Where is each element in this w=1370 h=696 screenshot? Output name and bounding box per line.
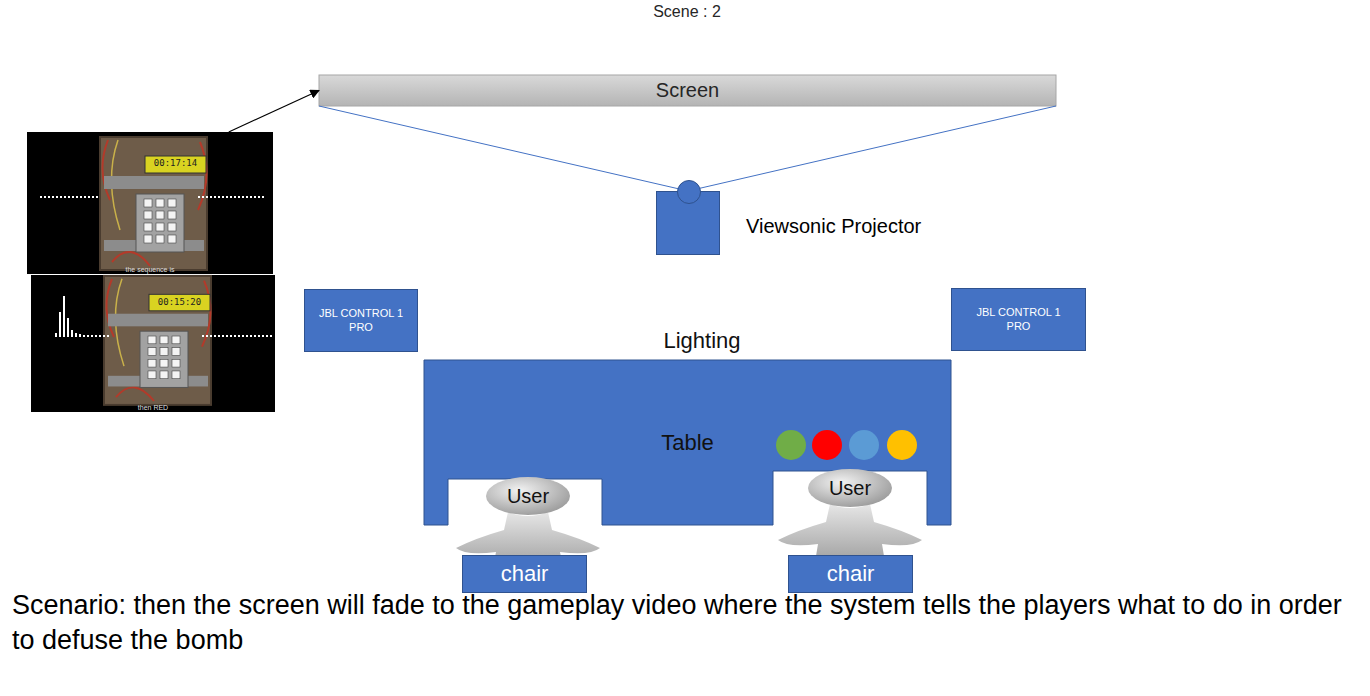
user-figure [456, 477, 600, 562]
audio-wave [198, 196, 266, 198]
audio-bars [56, 296, 108, 337]
user-figure [778, 469, 922, 556]
user-head: User [486, 478, 570, 514]
user-head: User [808, 470, 892, 506]
screenshot-ground [27, 132, 273, 274]
table-shape [424, 360, 951, 525]
chair-box: chair [788, 555, 913, 593]
chair-box: chair [462, 555, 587, 593]
projector-lens [677, 180, 701, 204]
bomb-picture [104, 276, 211, 405]
screen-box: Screen [319, 75, 1056, 106]
button-green [776, 430, 806, 460]
audio-wave [202, 335, 273, 337]
screenshot-frame: then RED [31, 275, 275, 412]
timer-digits: 00:17:14 [145, 158, 206, 170]
connector [229, 91, 319, 133]
node-text: User [507, 484, 549, 509]
node-text: User [829, 476, 871, 501]
table-box: Table [424, 360, 951, 525]
scenario-note: Scenario: then the screen will fade to t… [12, 588, 1358, 657]
audio-wave [40, 196, 98, 198]
node-text: chair [501, 560, 549, 588]
node-text: JBL CONTROL 1 PRO [316, 307, 406, 335]
node-text: Screen [656, 78, 719, 103]
node-text: JBL CONTROL 1 PRO [974, 306, 1064, 334]
screenshot-frame: the sequence is [27, 132, 273, 274]
scene-title: Scene : 2 [637, 2, 737, 22]
node-text: chair [827, 560, 875, 588]
lighting-label: Lighting [640, 327, 764, 355]
screenshot-ground [31, 275, 275, 412]
node-text: then RED [138, 404, 168, 411]
bomb-picture [100, 137, 207, 270]
screen-bar [319, 75, 1056, 106]
projector-box: Viewsonic Projector [656, 191, 720, 255]
node-text: the sequence is [125, 266, 174, 273]
button-yellow [887, 430, 917, 460]
node-text: Table [661, 429, 714, 457]
speaker-box: JBL CONTROL 1 PRO [304, 289, 418, 352]
node-text: Viewsonic Projector [746, 214, 921, 239]
timer-digits: 00:15:20 [149, 297, 210, 309]
connector [319, 106, 1056, 191]
button-blue [849, 430, 879, 460]
speaker-box: JBL CONTROL 1 PRO [951, 288, 1086, 351]
button-red [812, 430, 842, 460]
